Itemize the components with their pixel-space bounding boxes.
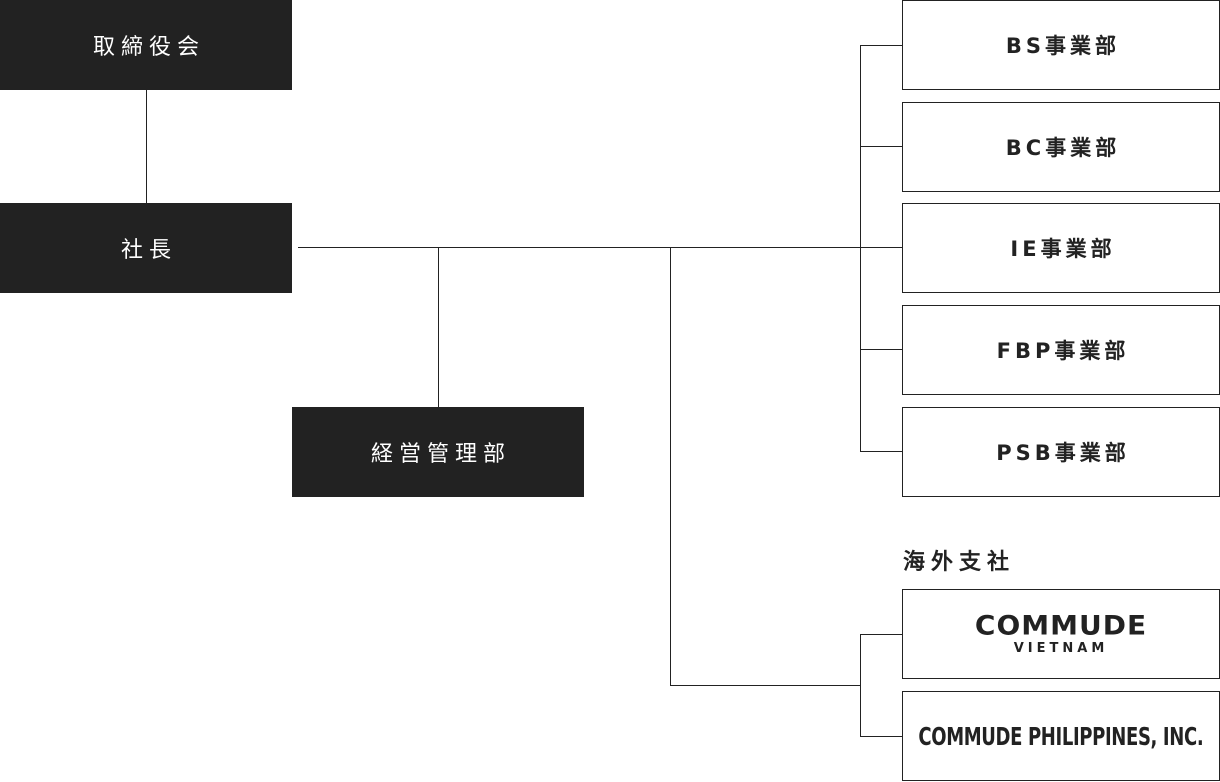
division-label: FBP事業部 — [996, 339, 1130, 363]
division-bracket — [860, 45, 861, 452]
division-node-fbp: FBP事業部 — [902, 305, 1220, 395]
commude-philippines-logo: COMMUDE PHILIPPINES, INC. — [918, 721, 1204, 751]
president-main-line — [298, 247, 902, 248]
overseas-tick-2 — [860, 736, 902, 737]
division-tick-4 — [860, 349, 902, 350]
division-tick-5 — [860, 451, 902, 452]
division-node-bc: BC事業部 — [902, 102, 1220, 192]
board-label: 取締役会 — [92, 35, 205, 60]
division-label: BS事業部 — [1005, 34, 1121, 58]
admin-node: 経営管理部 — [292, 407, 584, 497]
overseas-bracket — [860, 634, 861, 736]
president-node: 社長 — [0, 203, 292, 293]
president-label: 社長 — [120, 238, 177, 263]
overseas-heading: 海外支社 — [903, 550, 1016, 575]
overseas-tick-1 — [860, 634, 902, 635]
overseas-branch-line — [670, 685, 860, 686]
commude-vietnam-logo: COMMUDE — [974, 609, 1148, 642]
overseas-trunk-line — [670, 247, 671, 686]
board-president-connector — [146, 89, 147, 203]
division-tick-2 — [860, 146, 902, 147]
division-node-psb: PSB事業部 — [902, 407, 1220, 497]
admin-connector — [438, 247, 439, 407]
division-label: BC事業部 — [1005, 136, 1121, 160]
vietnam-branch-node: COMMUDE VIETNAM — [902, 589, 1220, 679]
division-label: PSB事業部 — [996, 441, 1130, 465]
division-label: IE事業部 — [1010, 237, 1116, 261]
philippines-branch-node: COMMUDE PHILIPPINES, INC. — [902, 691, 1220, 781]
vietnam-logo-subtitle: VIETNAM — [1013, 641, 1109, 656]
division-node-ie: IE事業部 — [902, 203, 1220, 293]
board-node: 取締役会 — [0, 0, 292, 90]
admin-label: 経営管理部 — [370, 442, 511, 467]
division-tick-1 — [860, 45, 902, 46]
division-node-bs: BS事業部 — [902, 0, 1220, 90]
